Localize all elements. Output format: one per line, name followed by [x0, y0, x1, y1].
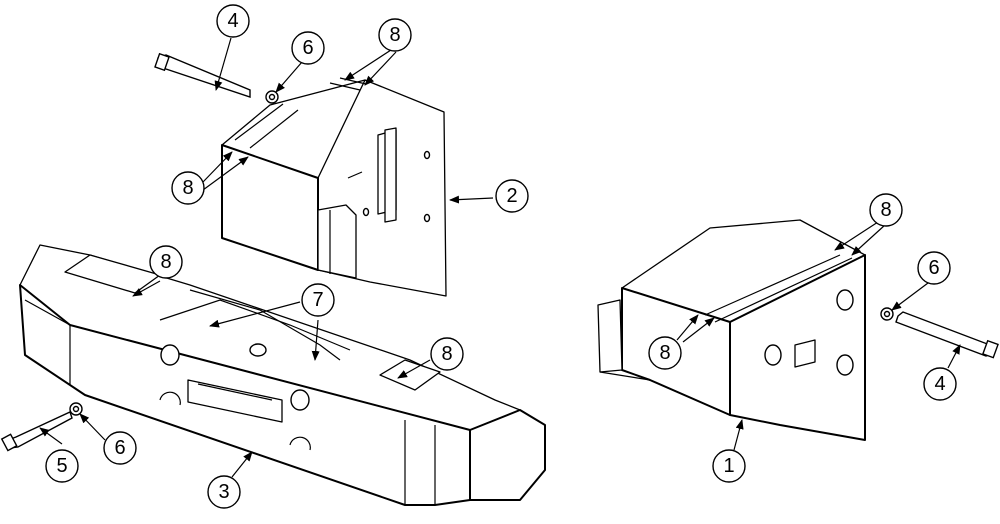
callout-label: 4	[934, 373, 945, 395]
callout-item-8-right-top: 8	[869, 193, 903, 227]
callout-label: 5	[56, 455, 67, 477]
lower-left-washer	[69, 402, 83, 416]
callout-item-4-right: 4	[923, 367, 957, 401]
callout-item-2: 2	[495, 179, 529, 213]
callout-label: 8	[182, 177, 193, 199]
callout-label: 6	[114, 437, 125, 459]
callout-label: 8	[160, 251, 171, 273]
callout-item-5: 5	[45, 449, 79, 483]
callout-label: 8	[389, 24, 400, 46]
callout-item-8-upper-left: 8	[171, 171, 205, 205]
callout-label: 1	[723, 455, 734, 477]
callout-item-6-top: 6	[291, 31, 325, 65]
callout-item-6-lower-left: 6	[103, 431, 137, 465]
callout-label: 8	[880, 199, 891, 221]
callout-label: 6	[302, 37, 313, 59]
callout-item-4-top: 4	[216, 4, 250, 38]
callout-label: 8	[441, 343, 452, 365]
leader-lines	[39, 37, 961, 478]
top-bolt	[154, 52, 251, 98]
callout-item-8-right-lower: 8	[648, 336, 682, 370]
callout-item-8-base-right: 8	[430, 337, 464, 371]
callout-item-8-top-right: 8	[378, 18, 412, 52]
callout-label: 2	[506, 185, 517, 207]
callout-item-8-base-left: 8	[149, 245, 183, 279]
callout-label: 6	[928, 257, 939, 279]
right-weight-block	[597, 219, 866, 441]
callout-item-6-right: 6	[917, 251, 951, 285]
callout-label: 3	[218, 481, 229, 503]
callout-label: 7	[312, 289, 323, 311]
callout-item-7: 7	[301, 283, 335, 317]
callout-item-3: 3	[207, 475, 241, 509]
upper-weight-block	[221, 77, 447, 297]
callout-item-1: 1	[712, 449, 746, 483]
top-washer	[265, 90, 279, 104]
base-weight	[19, 244, 546, 506]
callout-label: 4	[227, 10, 238, 32]
callout-label: 8	[659, 342, 670, 364]
right-washer	[880, 307, 894, 321]
right-bolt	[895, 311, 999, 359]
lower-left-bolt	[0, 411, 73, 452]
